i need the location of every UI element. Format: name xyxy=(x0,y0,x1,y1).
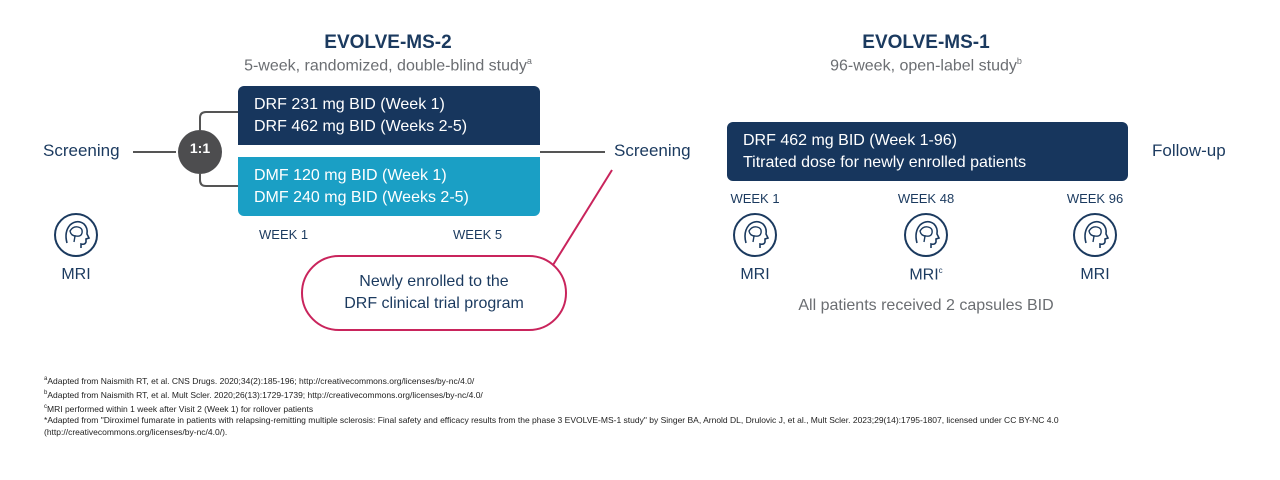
left-week5-label: WEEK 5 xyxy=(453,227,503,242)
dmf-arm-box: DMF 120 mg BID (Week 1) DMF 240 mg BID (… xyxy=(238,157,540,216)
right-mri-week1-label: MRI xyxy=(740,266,770,283)
callout-line1: Newly enrolled to the xyxy=(359,273,509,290)
footnote-source-link: (http://creativecommons.org/licenses/by-… xyxy=(44,427,228,438)
evolve-ms-2-subtitle: 5-week, randomized, double-blind studya xyxy=(244,56,532,75)
screening-label: Screening xyxy=(43,141,120,160)
branch-down-line xyxy=(199,174,238,187)
followup-label: Follow-up xyxy=(1152,141,1226,160)
capsules-caption: All patients received 2 capsules BID xyxy=(798,297,1054,314)
callout-pointer-line xyxy=(552,169,613,266)
mri-head-icon xyxy=(904,213,948,257)
footnote-c: cMRI performed within 1 week after Visit… xyxy=(44,403,314,414)
footnote-a: aAdapted from Naismith RT, et al. CNS Dr… xyxy=(44,375,475,386)
left-mri-label: MRI xyxy=(61,266,91,283)
callout-line2: DRF clinical trial program xyxy=(344,295,524,312)
drf-arm-line2: DRF 462 mg BID (Weeks 2-5) xyxy=(254,117,468,135)
right-mri-week48-label: MRIc xyxy=(909,266,943,284)
right-week1-label: WEEK 1 xyxy=(730,191,780,206)
footnote-source: *Adapted from "Diroximel fumarate in pat… xyxy=(44,415,1059,426)
drf-arm-box: DRF 231 mg BID (Week 1) DRF 462 mg BID (… xyxy=(238,86,540,145)
randomization-badge xyxy=(178,130,222,174)
right-week48-label: WEEK 48 xyxy=(897,191,955,206)
mri-head-icon xyxy=(733,213,777,257)
evolve-ms-1-subtitle: 96-week, open-label studyb xyxy=(830,56,1022,75)
drf-arm-line1: DRF 231 mg BID (Week 1) xyxy=(254,95,445,113)
drf-open-label-line1: DRF 462 mg BID (Week 1-96) xyxy=(743,131,957,149)
drf-open-label-box: DRF 462 mg BID (Week 1-96) Titrated dose… xyxy=(727,122,1128,181)
evolve-ms-1-title: EVOLVE-MS-1 xyxy=(862,32,990,53)
randomization-ratio: 1:1 xyxy=(189,140,211,156)
drf-open-label-line2: Titrated dose for newly enrolled patient… xyxy=(743,153,1027,171)
dmf-arm-line2: DMF 240 mg BID (Weeks 2-5) xyxy=(254,188,469,206)
screening-right-label: Screening xyxy=(614,141,691,160)
newly-enrolled-callout: Newly enrolled to the DRF clinical trial… xyxy=(301,255,567,331)
footnotes: aAdapted from Naismith RT, et al. CNS Dr… xyxy=(44,373,1059,438)
mri-head-icon xyxy=(1073,213,1117,257)
mri-head-icon xyxy=(54,213,98,257)
evolve-ms-2-title: EVOLVE-MS-2 xyxy=(324,32,452,53)
left-week1-label: WEEK 1 xyxy=(259,227,309,242)
footnote-b: bAdapted from Naismith RT, et al. Mult S… xyxy=(44,389,483,400)
right-week96-label: WEEK 96 xyxy=(1066,191,1124,206)
branch-up-line xyxy=(199,111,238,130)
right-mri-week96-label: MRI xyxy=(1080,266,1110,283)
dmf-arm-line1: DMF 120 mg BID (Week 1) xyxy=(254,166,447,184)
